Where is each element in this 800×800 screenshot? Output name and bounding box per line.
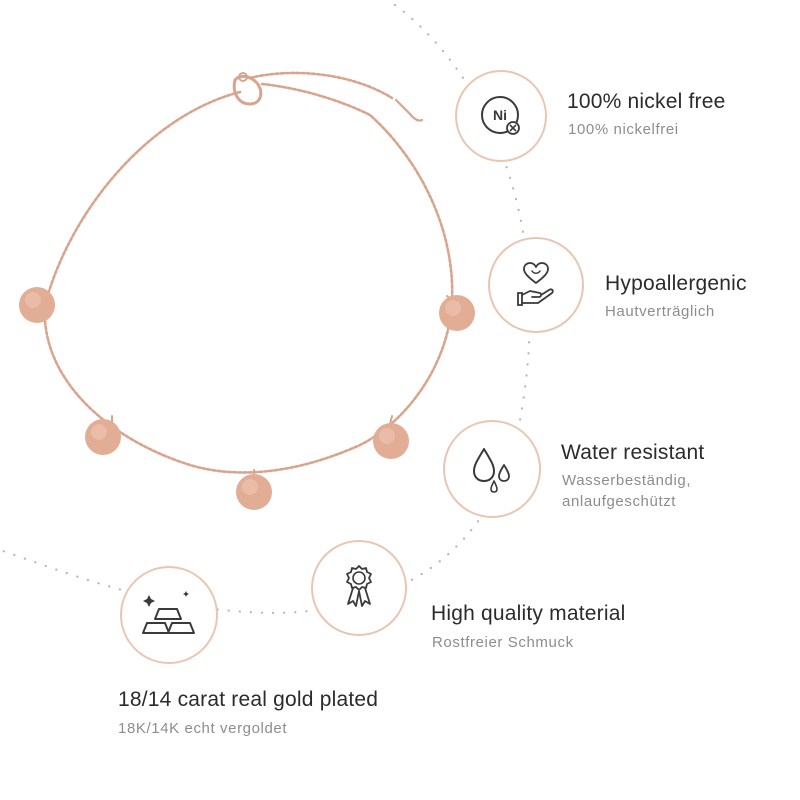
clasp-ring (238, 72, 248, 82)
feature-hypo-subtitle: Hautverträglich (605, 303, 715, 320)
feature-gold-title: 18/14 carat real gold plated (118, 688, 379, 711)
nickel-free-icon: Ni (481, 96, 520, 135)
feature-nickel-title: 100% nickel free (567, 90, 726, 113)
feature-gold-badge (120, 566, 218, 664)
disc-highlight (445, 300, 461, 316)
feature-gold-subtitle: 18K/14K echt vergoldet (118, 720, 288, 737)
feature-quality-subtitle: Rostfreier Schmuck (432, 634, 574, 651)
necklace-illustration (19, 71, 475, 510)
feature-nickel-badge: Ni (455, 70, 547, 162)
feature-hypo-title: Hypoallergenic (605, 272, 747, 295)
water-drops-icon (473, 448, 510, 493)
extension-chain (248, 71, 394, 100)
feature-water-subtitle-1: Wasserbeständig, (562, 472, 692, 489)
disc-highlight (379, 428, 395, 444)
feature-water-badge (443, 420, 541, 518)
feature-water-subtitle-2: anlaufgeschützt (562, 493, 677, 510)
feature-nickel-subtitle: 100% nickelfrei (568, 121, 679, 138)
heart-hand-icon (517, 262, 554, 306)
feature-water-title: Water resistant (561, 441, 705, 464)
extension-tab (394, 98, 424, 122)
necklace-chain (43, 90, 454, 474)
nickel-icon-label: Ni (493, 107, 507, 123)
feature-hypo-badge (488, 237, 584, 333)
feature-quality-title: High quality material (431, 602, 626, 625)
disc-highlight (91, 424, 107, 440)
disc-link (389, 415, 393, 425)
disc-highlight (242, 479, 258, 495)
gold-bars-icon (142, 591, 195, 634)
chain-top-segment (260, 82, 372, 117)
disc-highlight (25, 292, 41, 308)
feature-quality-badge (311, 540, 407, 636)
lobster-clasp (232, 74, 263, 106)
award-rosette-icon (346, 565, 372, 607)
